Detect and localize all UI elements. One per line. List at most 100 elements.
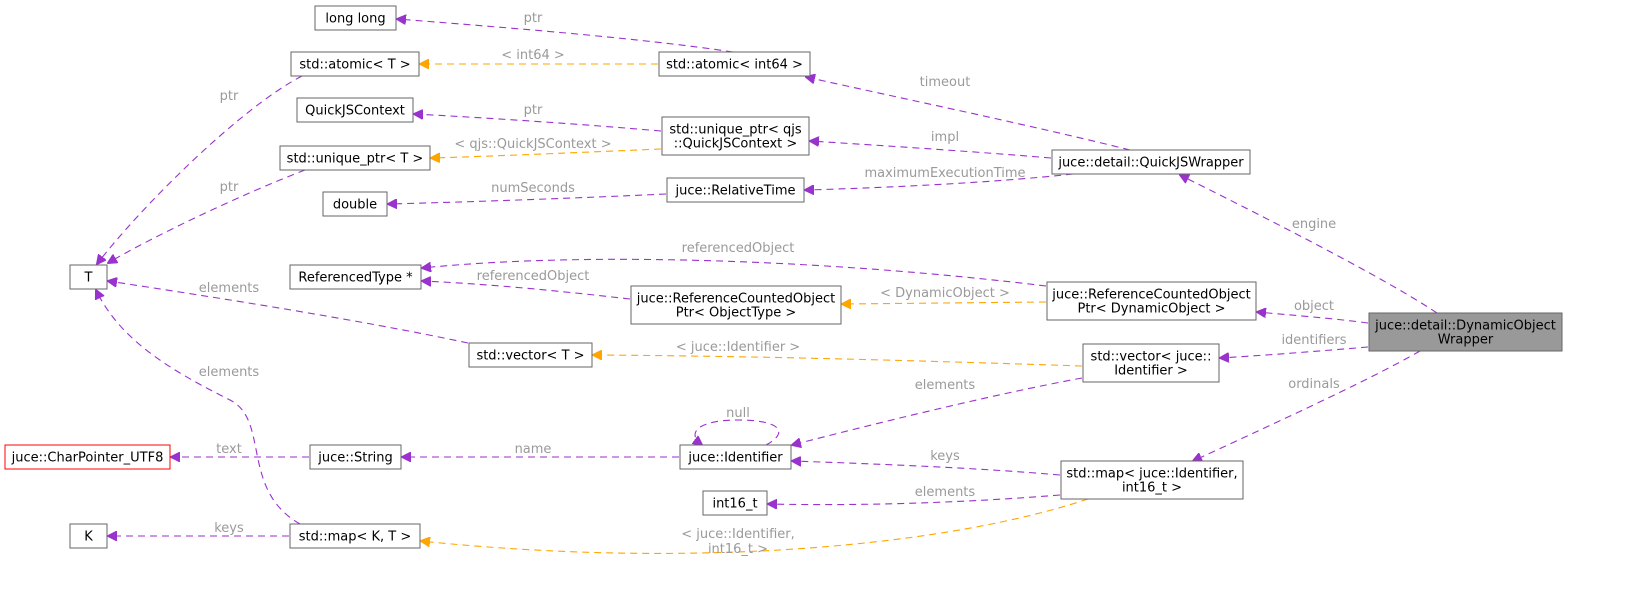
node-label-line: Ptr< DynamicObject > <box>1077 302 1225 317</box>
node-double[interactable]: double <box>322 191 388 217</box>
edge-map-identifier-to-int16: elements <box>768 485 1061 505</box>
edge-label-line: ptr <box>524 103 543 118</box>
node-box <box>1046 281 1257 321</box>
edge-line <box>108 281 469 344</box>
node-identifier[interactable]: juce::Identifier <box>679 444 792 470</box>
node-box <box>661 116 810 156</box>
edge-line <box>1220 346 1369 358</box>
edge-quickjswrapper-to-relativetime: maximumExecutionTime <box>805 166 1074 190</box>
edge-label: ptr <box>220 89 239 104</box>
node-long-long[interactable]: long long <box>314 5 397 31</box>
edge-label: < juce::Identifier > <box>676 340 800 355</box>
node-label-line: ReferencedType * <box>298 271 413 286</box>
node-vector-identifier[interactable]: std::vector< juce::Identifier > <box>1082 343 1220 383</box>
node-label-line: juce::CharPointer_UTF8 <box>11 451 164 466</box>
node-label-line: long long <box>325 12 385 27</box>
node-int16[interactable]: int16_t <box>702 490 768 516</box>
edge-label-line: ptr <box>524 11 543 26</box>
edge-label-line: timeout <box>920 75 971 90</box>
node-box <box>69 523 108 549</box>
node-label-line: double <box>333 198 377 213</box>
edge-identifier-to-string: name <box>402 442 679 457</box>
edge-label: identifiers <box>1281 333 1346 348</box>
node-box <box>69 264 108 290</box>
node-label: juce::Identifier <box>687 451 783 466</box>
node-map-kt[interactable]: std::map< K, T > <box>289 523 421 549</box>
node-atomic-t[interactable]: std::atomic< T > <box>290 51 420 77</box>
edge-quickjswrapper-to-unique-ptr-qjs: impl <box>810 130 1052 159</box>
edge-label: object <box>1294 299 1334 314</box>
node-charpointer[interactable]: juce::CharPointer_UTF8 <box>4 444 171 470</box>
node-string[interactable]: juce::String <box>309 444 402 470</box>
node-label: long long <box>325 12 385 27</box>
edge-line <box>695 419 780 445</box>
node-quickjswrapper[interactable]: juce::detail::QuickJSWrapper <box>1051 149 1251 175</box>
edge-label-line: elements <box>199 365 260 380</box>
node-quickjscontext[interactable]: QuickJSContext <box>296 97 414 123</box>
node-label-line: int16_t <box>712 497 757 512</box>
edge-line <box>1193 350 1421 461</box>
edge-label-line: identifiers <box>1281 333 1346 348</box>
edge-label-line: referencedObject <box>477 269 590 284</box>
edge-line <box>97 75 303 264</box>
edge-line <box>806 77 1131 151</box>
node-unique-ptr-t[interactable]: std::unique_ptr< T > <box>279 145 431 171</box>
node-label: juce::String <box>317 451 393 466</box>
node-vector-t[interactable]: std::vector< T > <box>468 342 593 368</box>
edge-label-line: < juce::Identifier > <box>676 340 800 355</box>
edge-label: ptr <box>220 180 239 195</box>
node-box <box>322 191 388 217</box>
edge-label: keys <box>214 521 244 536</box>
edge-dynobjwrapper-to-refcounted-dynobj: object <box>1257 299 1369 324</box>
node-box <box>4 444 171 470</box>
node-label: K <box>84 530 93 545</box>
edge-line <box>388 193 667 204</box>
edge-label-line: keys <box>214 521 244 536</box>
node-t[interactable]: T <box>69 264 108 290</box>
node-referencedtype[interactable]: ReferencedType * <box>289 264 422 290</box>
edge-map-identifier-to-identifier: keys <box>792 449 1061 476</box>
edge-label-line: elements <box>915 378 976 393</box>
node-atomic-int64[interactable]: std::atomic< int64 > <box>658 51 811 77</box>
node-label-line: int16_t > <box>1122 481 1182 496</box>
node-relativetime[interactable]: juce::RelativeTime <box>666 177 805 203</box>
node-label-line: std::map< K, T > <box>299 530 412 545</box>
node-label-line: std::unique_ptr< qjs <box>669 123 802 138</box>
edge-atomic-int64-to-long-long: ptr <box>397 11 734 53</box>
node-label-line: T <box>84 271 93 286</box>
node-label: ReferencedType * <box>298 271 413 286</box>
edge-label-line: < int64 > <box>501 48 565 63</box>
node-label-line: QuickJSContext <box>305 104 405 119</box>
edge-label: engine <box>1292 217 1336 232</box>
node-box <box>1368 312 1563 352</box>
edge-label-line: name <box>515 442 552 457</box>
node-label: T <box>84 271 93 286</box>
edge-line <box>422 258 1047 287</box>
edge-label-line: ptr <box>220 180 239 195</box>
node-k[interactable]: K <box>69 523 108 549</box>
edge-label: < DynamicObject > <box>880 286 1010 301</box>
edge-dynobjwrapper-to-quickjswrapper: engine <box>1180 175 1438 314</box>
node-label: std::vector< T > <box>476 349 584 364</box>
node-label: std::atomic< T > <box>299 58 410 73</box>
node-label: double <box>333 198 377 213</box>
edge-label-line: keys <box>930 449 960 464</box>
node-map-identifier[interactable]: std::map< juce::Identifier,int16_t > <box>1060 460 1244 500</box>
edge-refcounted-objtype-to-referencedtype: referencedObject <box>422 269 631 300</box>
edge-label: elements <box>199 281 260 296</box>
edge-label: numSeconds <box>491 181 575 196</box>
node-label: std::vector< juce::Identifier > <box>1091 350 1212 379</box>
node-box <box>658 51 811 77</box>
node-label: juce::detail::QuickJSWrapper <box>1057 156 1244 171</box>
edge-line <box>768 494 1061 505</box>
edge-line <box>422 281 631 300</box>
edge-line <box>1180 175 1438 314</box>
node-unique-ptr-qjs[interactable]: std::unique_ptr< qjs::QuickJSContext > <box>661 116 810 156</box>
edge-relativetime-to-double: numSeconds <box>388 181 667 204</box>
edge-line <box>431 148 662 158</box>
